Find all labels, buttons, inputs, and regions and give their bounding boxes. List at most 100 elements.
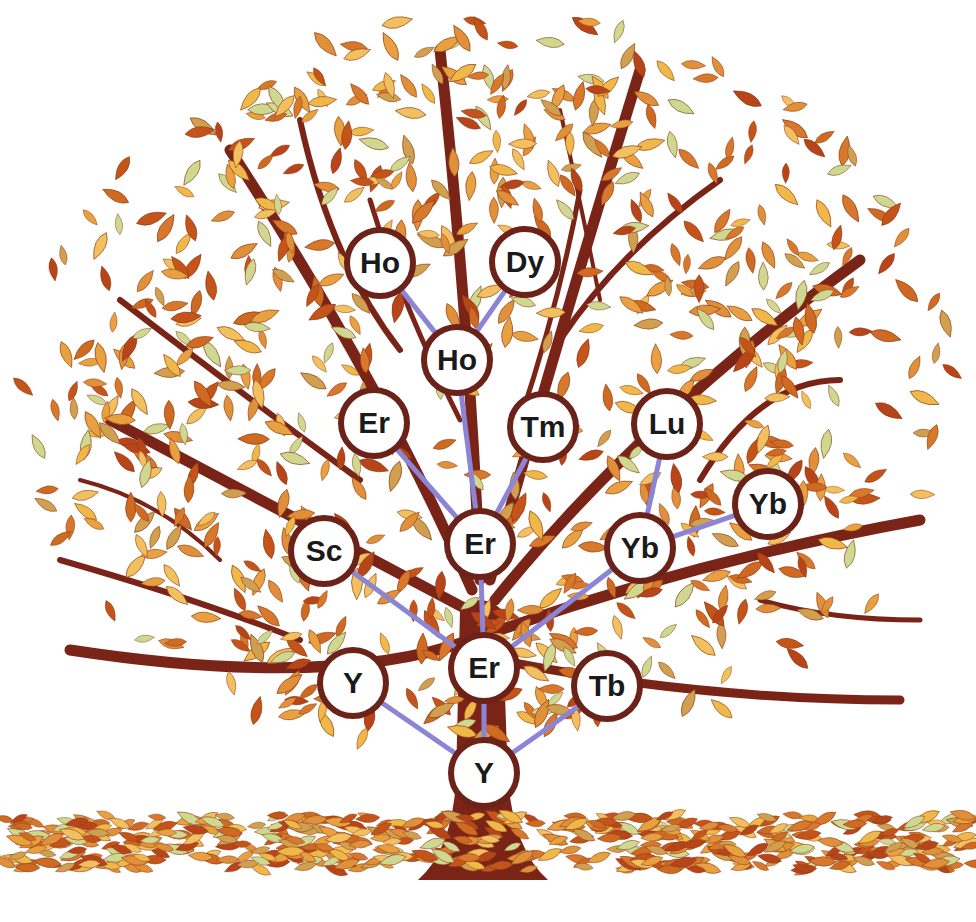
leaf (148, 813, 167, 821)
leaf (782, 163, 789, 184)
leaf (863, 466, 889, 486)
leaf (741, 364, 761, 393)
branch (70, 640, 470, 668)
leaf (611, 142, 644, 162)
element-symbol: Lu (649, 409, 686, 439)
leaf (773, 280, 795, 302)
leaf (756, 204, 768, 226)
leaf (156, 491, 167, 517)
leaf (704, 507, 726, 516)
leaf (754, 550, 778, 576)
leaf (681, 59, 706, 70)
leaf (314, 841, 335, 853)
leaf (721, 234, 746, 263)
leaf (429, 62, 447, 86)
element-symbol: Tm (521, 412, 566, 442)
leaf (342, 45, 372, 64)
leaf (247, 821, 266, 830)
leaf (547, 635, 578, 658)
leaf (250, 378, 267, 410)
leaf (203, 270, 219, 301)
connector-line (477, 291, 505, 331)
text-holder: Dy (488, 225, 562, 299)
leaf (400, 815, 425, 830)
leaf (304, 238, 335, 253)
leaf (370, 168, 395, 181)
leaf (163, 522, 186, 552)
connector-line (481, 579, 483, 633)
leaf (631, 87, 661, 109)
leaf (270, 216, 300, 238)
leaf (80, 207, 100, 227)
leaf (214, 121, 225, 143)
leaf (233, 623, 253, 643)
leaf (716, 822, 738, 834)
leaf (348, 475, 370, 502)
leaf (762, 838, 787, 856)
leaf (195, 509, 217, 529)
leaf (503, 598, 516, 623)
leaf (15, 863, 40, 872)
leaf (78, 859, 101, 868)
leaf (724, 136, 737, 160)
leaf (315, 589, 330, 610)
leaf (404, 162, 418, 193)
leaf (324, 831, 353, 845)
leaf (730, 216, 752, 228)
leaf (111, 154, 133, 182)
leaf (342, 184, 367, 206)
leaf (310, 66, 328, 88)
leaf (849, 327, 873, 336)
leaf (113, 377, 124, 399)
leaf (508, 825, 530, 842)
leaf (182, 213, 200, 242)
leaf (409, 600, 417, 622)
leaf (615, 838, 640, 853)
leaf (817, 534, 849, 552)
leaf (693, 305, 717, 332)
connector-line (382, 703, 455, 753)
leaf (224, 366, 251, 376)
leaf (841, 450, 863, 471)
branch (80, 480, 220, 560)
leaf (686, 865, 706, 874)
leaf (127, 386, 152, 417)
leaf (365, 532, 386, 546)
leaf (426, 597, 436, 619)
leaf (488, 162, 518, 179)
leaf (224, 671, 238, 697)
leaf (818, 428, 833, 459)
leaf (665, 130, 680, 159)
leaf (216, 834, 239, 845)
leaf (610, 614, 626, 640)
leaf (432, 436, 458, 452)
leaf (667, 363, 693, 375)
leaf (875, 251, 898, 277)
leaf (775, 637, 804, 651)
leaf (161, 299, 189, 313)
leaf (536, 307, 566, 318)
leaf (347, 81, 372, 108)
leaf (567, 166, 585, 193)
leaf (179, 157, 204, 188)
leaf (738, 822, 760, 838)
leaf (249, 306, 281, 327)
leaf (454, 219, 479, 238)
leaf (137, 458, 155, 489)
leaf (351, 827, 372, 838)
leaf (250, 854, 272, 868)
leaf (496, 806, 524, 827)
leaf (273, 194, 283, 215)
leaf (925, 291, 943, 313)
leaf (238, 574, 263, 596)
leaf (576, 266, 603, 278)
leaf (731, 86, 764, 111)
leaf (873, 399, 905, 424)
leaf (711, 206, 734, 235)
fallen-leaves (0, 806, 976, 879)
leaf (377, 631, 392, 655)
leaf (333, 856, 361, 873)
element-circle: Tm (506, 390, 580, 464)
leaf (641, 634, 663, 650)
branch (120, 300, 360, 480)
